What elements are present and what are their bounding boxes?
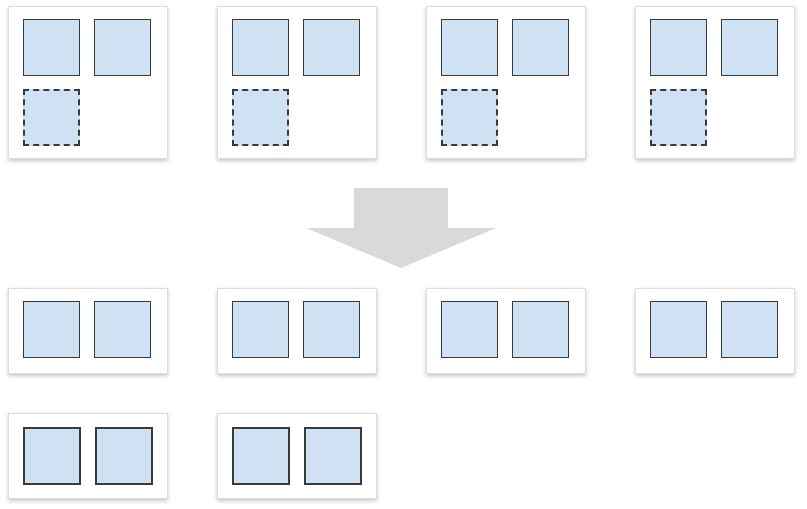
cell-square xyxy=(232,19,289,76)
cell-square-bold xyxy=(304,427,362,485)
down-arrow-icon xyxy=(306,188,496,268)
cell-square xyxy=(721,19,778,76)
cell-square xyxy=(512,301,569,358)
bold-card-2 xyxy=(217,413,377,499)
top-card-1 xyxy=(8,6,168,159)
cell-square xyxy=(650,19,707,76)
bold-card-1 xyxy=(8,413,168,499)
cell-square xyxy=(650,301,707,358)
top-card-2 xyxy=(217,6,377,159)
cell-square-dashed xyxy=(650,89,707,146)
cell-square xyxy=(23,19,80,76)
bottom-card-1 xyxy=(8,288,168,374)
cell-square xyxy=(721,301,778,358)
top-card-3 xyxy=(426,6,586,159)
bottom-card-4 xyxy=(635,288,795,374)
cell-square xyxy=(94,19,151,76)
cell-square xyxy=(303,19,360,76)
cell-square xyxy=(441,301,498,358)
bottom-card-2 xyxy=(217,288,377,374)
top-card-4 xyxy=(635,6,795,159)
cell-square xyxy=(94,301,151,358)
cell-square-dashed xyxy=(23,89,80,146)
cell-square-bold xyxy=(95,427,153,485)
bottom-card-3 xyxy=(426,288,586,374)
cell-square xyxy=(23,301,80,358)
down-arrow-shape xyxy=(306,188,496,268)
cell-square-bold xyxy=(232,427,290,485)
cell-square xyxy=(441,19,498,76)
cell-square xyxy=(232,301,289,358)
cell-square xyxy=(512,19,569,76)
cell-square xyxy=(303,301,360,358)
cell-square-bold xyxy=(23,427,81,485)
cell-square-dashed xyxy=(441,89,498,146)
cell-square-dashed xyxy=(232,89,289,146)
